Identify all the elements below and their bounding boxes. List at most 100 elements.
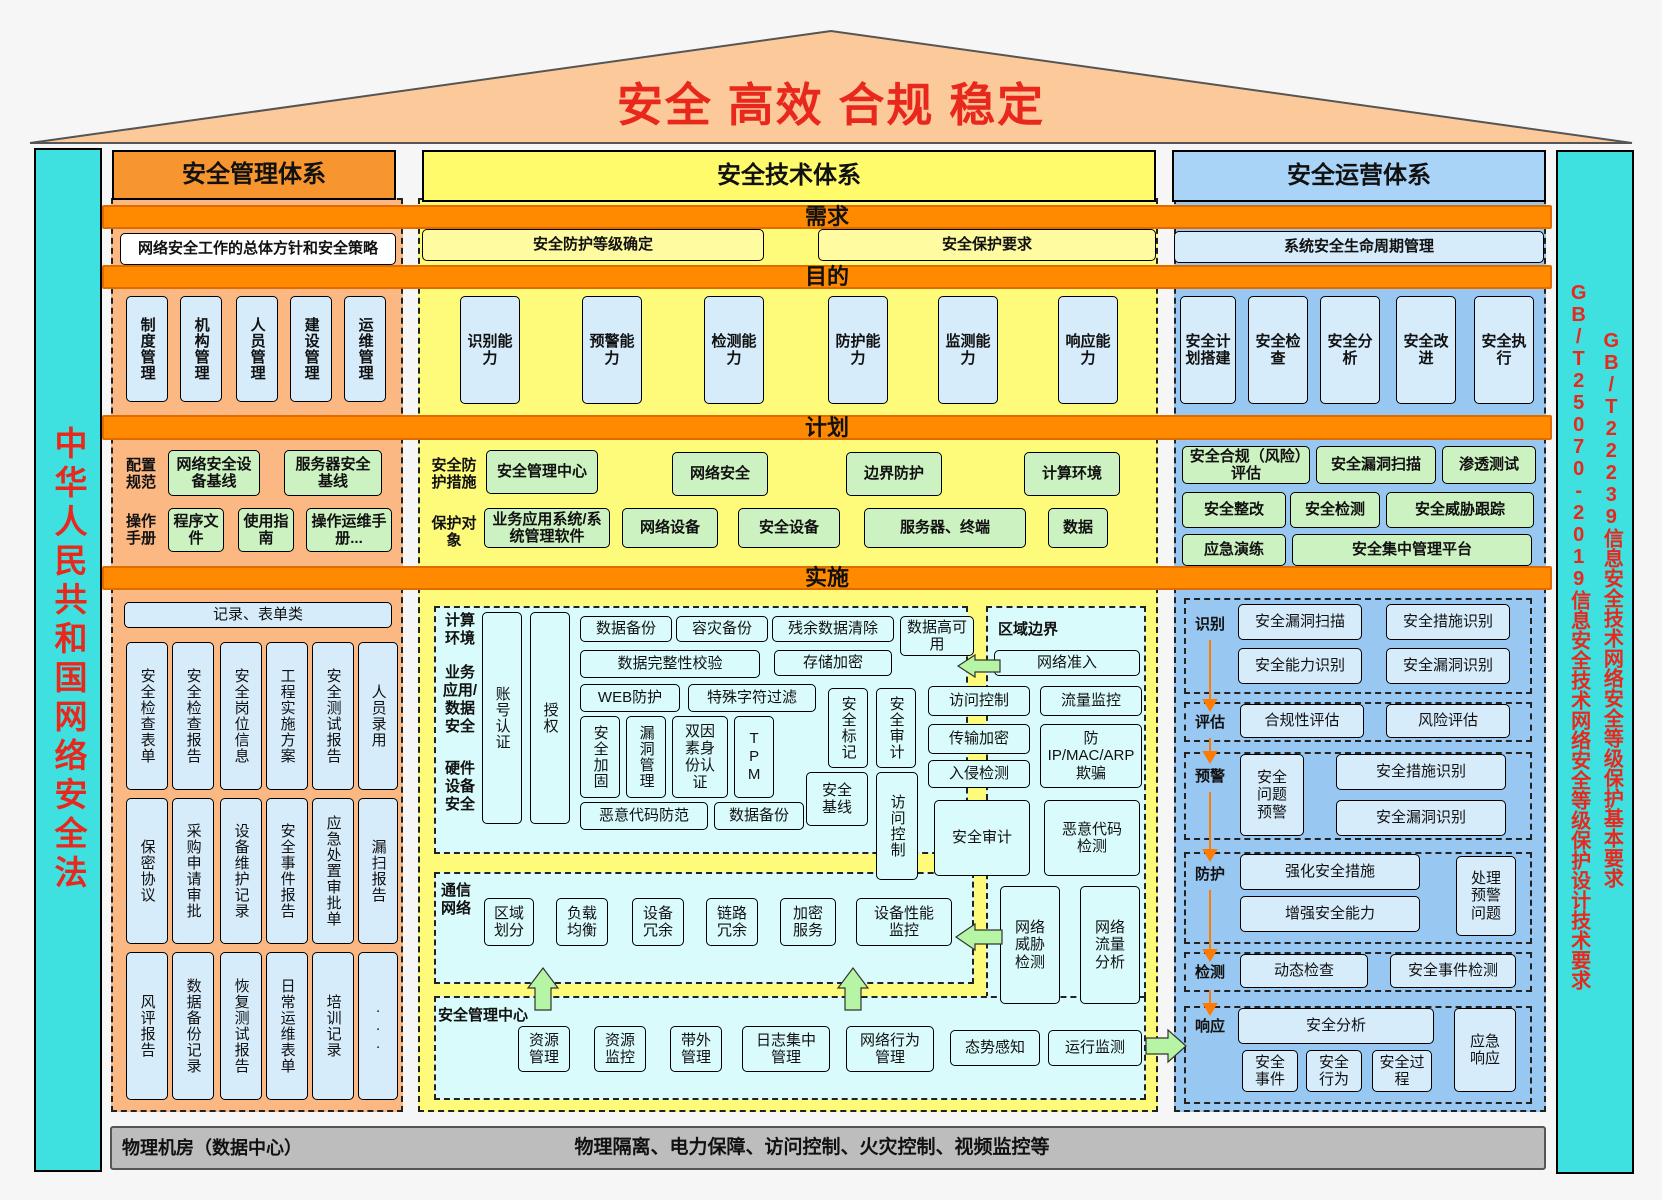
plan-ops-item: 安全检测 (1290, 492, 1380, 528)
purpose-band: 目的 (102, 264, 1552, 289)
records-title: 记录、表单类 (124, 602, 392, 628)
tech-demand-level: 安全防护等级确定 (422, 229, 764, 261)
purpose-management-item: 运维管理 (344, 296, 386, 402)
standard-25070-label: GB/T25070-2019信息安全技术网络安全等级保护设计技术要求 (1567, 282, 1590, 990)
operations-demand: 系统安全生命周期管理 (1174, 231, 1544, 263)
data-item: 数据高可用 (900, 616, 974, 656)
boundary-item: 传输加密 (928, 724, 1030, 754)
center-item: 态势感知 (950, 1030, 1040, 1066)
purpose-tech-item: 防护能力 (828, 296, 888, 404)
purpose-tech-item: 监测能力 (938, 296, 998, 404)
record-item: 恢复测试报告 (220, 952, 262, 1100)
plan-tech-object: 网络设备 (622, 508, 718, 548)
account-auth: 账号认证 (482, 612, 522, 824)
boundary-item: 网络威胁检测 (1000, 886, 1060, 1004)
app-data-label: 业务应用/数据安全 (442, 664, 478, 735)
measures-label: 安全防护措施 (431, 456, 477, 491)
foundation-content: 物理隔离、电力保障、访问控制、火灾控制、视频监控等 (574, 1137, 1050, 1159)
plan-tech-object: 业务应用系统/系统管理软件 (484, 508, 610, 548)
record-item: ... (358, 952, 398, 1100)
plan-ops-item: 渗透测试 (1442, 446, 1536, 484)
center-item: 资源管理 (518, 1026, 570, 1072)
ops-item: 安全漏洞识别 (1336, 800, 1506, 836)
respond-group (1184, 1006, 1532, 1104)
protect-label: 防护 (1194, 866, 1225, 884)
plan-tech-object: 数据 (1048, 508, 1108, 548)
boundary-item: 入侵检测 (928, 760, 1030, 788)
host-item: 访问控制 (876, 772, 918, 880)
purpose-ops-item: 安全分析 (1320, 296, 1380, 404)
ops-item: 安全措施识别 (1336, 754, 1506, 790)
plan-ops-item: 安全合规（风险）评估 (1182, 446, 1310, 484)
boundary-item: 安全审计 (934, 800, 1030, 876)
ops-item: 安全事件检测 (1390, 954, 1516, 988)
authorize: 授权 (530, 612, 570, 824)
data-item: 数据备份 (580, 616, 672, 642)
data-item: 残余数据清除 (772, 616, 894, 642)
respond-label: 响应 (1194, 1018, 1225, 1036)
assess-label: 评估 (1194, 714, 1225, 732)
plan-tech-measure: 安全管理中心 (486, 450, 598, 494)
ops-item: 动态检查 (1240, 954, 1368, 988)
plan-band: 计划 (102, 415, 1552, 440)
record-item: 采购申请审批 (172, 798, 214, 944)
law-label: 中华人民共和国网络安全法 (49, 426, 87, 894)
hardware-label: 硬件设备安全 (444, 760, 475, 813)
host-item: TPM (734, 716, 774, 798)
assess-group (1184, 702, 1532, 742)
compute-env-label: 计算环境 (444, 612, 475, 647)
purpose-management-item: 机构管理 (180, 296, 222, 402)
warn-label: 预警 (1194, 768, 1225, 786)
network-item: 负载均衡 (556, 898, 608, 946)
protect-group (1184, 852, 1532, 944)
plan-ops-item: 安全威胁跟踪 (1386, 492, 1534, 528)
foundation-bar: 物理机房（数据中心） 物理隔离、电力保障、访问控制、火灾控制、视频监控等 (110, 1126, 1546, 1170)
purpose-ops-item: 安全改进 (1396, 296, 1456, 404)
plan-mgmt-item: 程序文件 (168, 508, 224, 552)
ops-item: 安全措施识别 (1386, 604, 1510, 640)
ops-item: 安全漏洞扫描 (1238, 604, 1362, 640)
boundary-item: 防IP/MAC/ARP欺骗 (1040, 724, 1142, 788)
network-item: 链路冗余 (706, 898, 758, 946)
purpose-ops-item: 安全执行 (1474, 296, 1534, 404)
app-item: WEB防护 (580, 684, 680, 712)
plan-tech-measure: 计算环境 (1024, 452, 1120, 496)
right-sidebar: GB/T25070-2019信息安全技术网络安全等级保护设计技术要求 GB/T2… (1556, 150, 1634, 1174)
operations-header: 安全运营体系 (1172, 150, 1546, 202)
purpose-ops-item: 安全检查 (1248, 296, 1308, 404)
standard-22239-label: GB/T22239信息安全技术网络安全等级保护基本要求 (1600, 330, 1623, 888)
host-item: 恶意代码防范 (580, 802, 708, 830)
boundary-item: 网络准入 (994, 650, 1140, 676)
detect-label: 检测 (1194, 964, 1225, 982)
ops-item: 安全问题预警 (1240, 754, 1304, 836)
center-item: 带外管理 (670, 1026, 722, 1072)
record-item: 日常运维表单 (266, 952, 308, 1100)
host-item: 数据备份 (714, 802, 804, 830)
purpose-management-item: 建设管理 (290, 296, 332, 402)
purpose-tech-item: 响应能力 (1058, 296, 1118, 404)
implement-band: 实施 (102, 565, 1552, 590)
boundary-label: 区域边界 (998, 621, 1059, 638)
record-item: 安全事件报告 (266, 798, 308, 944)
tech-demand-requirement: 安全保护要求 (818, 229, 1156, 261)
record-item: 人员录用 (358, 642, 398, 790)
purpose-tech-item: 预警能力 (582, 296, 642, 404)
left-sidebar: 中华人民共和国网络安全法 (34, 148, 102, 1172)
app-item: 特殊字符过滤 (688, 684, 816, 712)
ops-item: 强化安全措施 (1240, 854, 1420, 890)
data-item: 存储加密 (774, 650, 892, 676)
network-item: 加密服务 (780, 898, 836, 946)
record-item: 应急处置审批单 (312, 798, 354, 944)
plan-ops-item: 安全漏洞扫描 (1316, 446, 1436, 484)
record-item: 漏扫报告 (358, 798, 398, 944)
host-item: 双因素身份认证 (672, 716, 728, 798)
record-item: 数据备份记录 (172, 952, 214, 1100)
record-item: 设备维护记录 (220, 798, 262, 944)
network-label: 通信网络 (440, 882, 471, 917)
plan-ops-item: 安全整改 (1182, 492, 1286, 528)
identify-group (1184, 598, 1532, 694)
plan-mgmt-item: 服务器安全基线 (284, 450, 382, 496)
host-item: 漏洞管理 (626, 716, 666, 798)
ops-item: 安全事件 (1242, 1050, 1298, 1092)
